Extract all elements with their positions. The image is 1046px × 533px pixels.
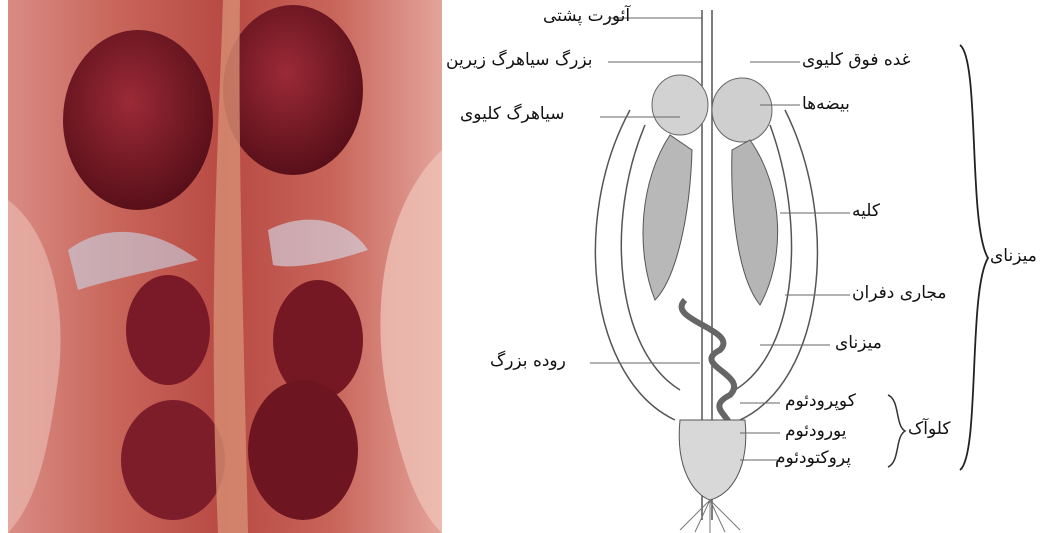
organ-drawing (440, 0, 1046, 533)
drawing-kidney-right (732, 140, 778, 305)
reproductive-diagram: آئورت پشتی بزرگ سیاهرگ زیرین سیاهرگ کلیو… (440, 0, 1046, 533)
photo-kidney-left-lower (121, 400, 225, 520)
photo-testis-right (223, 5, 363, 175)
label-ureter-group: میزنای (990, 248, 1037, 265)
dissection-photo (8, 0, 442, 533)
label-ureter: میزنای (835, 335, 882, 352)
label-large-intestine: روده بزرگ (490, 353, 566, 370)
label-renal-vein: سیاهرگ کلیوی (460, 106, 564, 123)
drawing-intestine-coil (682, 300, 735, 435)
label-proctodeum: پروکتودئوم (775, 450, 851, 467)
label-urodeum: یورودئوم (785, 423, 847, 440)
brace-cloaca (888, 395, 905, 467)
drawing-testis-right (712, 78, 772, 142)
label-vas-deferens: مجاری دفران (852, 285, 946, 302)
label-coprodeum: کوپرودئوم (785, 393, 856, 410)
label-dorsal-aorta: آئورت پشتی (543, 8, 630, 25)
brace-ureter (960, 45, 988, 470)
drawing-kidney-left (643, 135, 692, 300)
label-cloaca-group: کلوآک (908, 421, 950, 438)
drawing-tail-fibers (680, 500, 740, 533)
drawing-testis-left (652, 75, 708, 135)
label-kidney: کلیه (852, 203, 880, 220)
label-testes: بیضه‌ها (802, 96, 850, 113)
photo-kidney-right-lower (248, 380, 358, 520)
label-posterior-vena-cava: بزرگ سیاهرگ زیرین (446, 52, 592, 69)
photo-testis-left (63, 30, 213, 210)
drawing-cloaca (679, 420, 746, 500)
photo-kidney-right-upper (273, 280, 363, 400)
photo-kidney-left-upper (126, 275, 210, 385)
label-adrenal-gland: غده فوق کلیوی (802, 52, 911, 69)
